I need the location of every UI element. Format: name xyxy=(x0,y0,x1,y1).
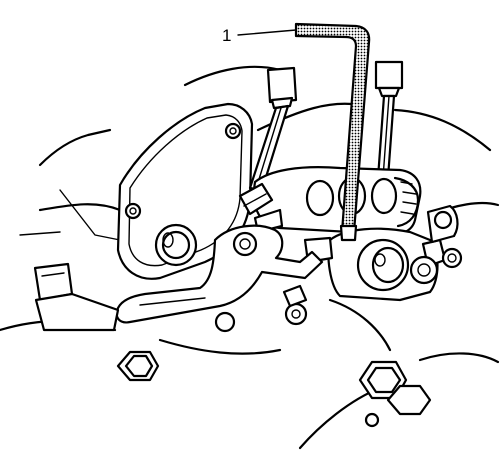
callout-leader-line xyxy=(237,29,297,36)
callout-1: 1 xyxy=(222,26,297,45)
hex-bolts xyxy=(116,350,432,428)
left-puller-rod xyxy=(248,66,298,192)
callout-label: 1 xyxy=(222,26,231,45)
lower-bracket xyxy=(33,262,120,332)
hex-key-tool xyxy=(294,22,371,242)
cover-plate xyxy=(116,102,254,280)
right-puller-rod xyxy=(374,60,404,180)
shift-lever xyxy=(115,224,324,333)
right-housing xyxy=(284,204,463,326)
main-shaft-assembly xyxy=(238,166,422,236)
